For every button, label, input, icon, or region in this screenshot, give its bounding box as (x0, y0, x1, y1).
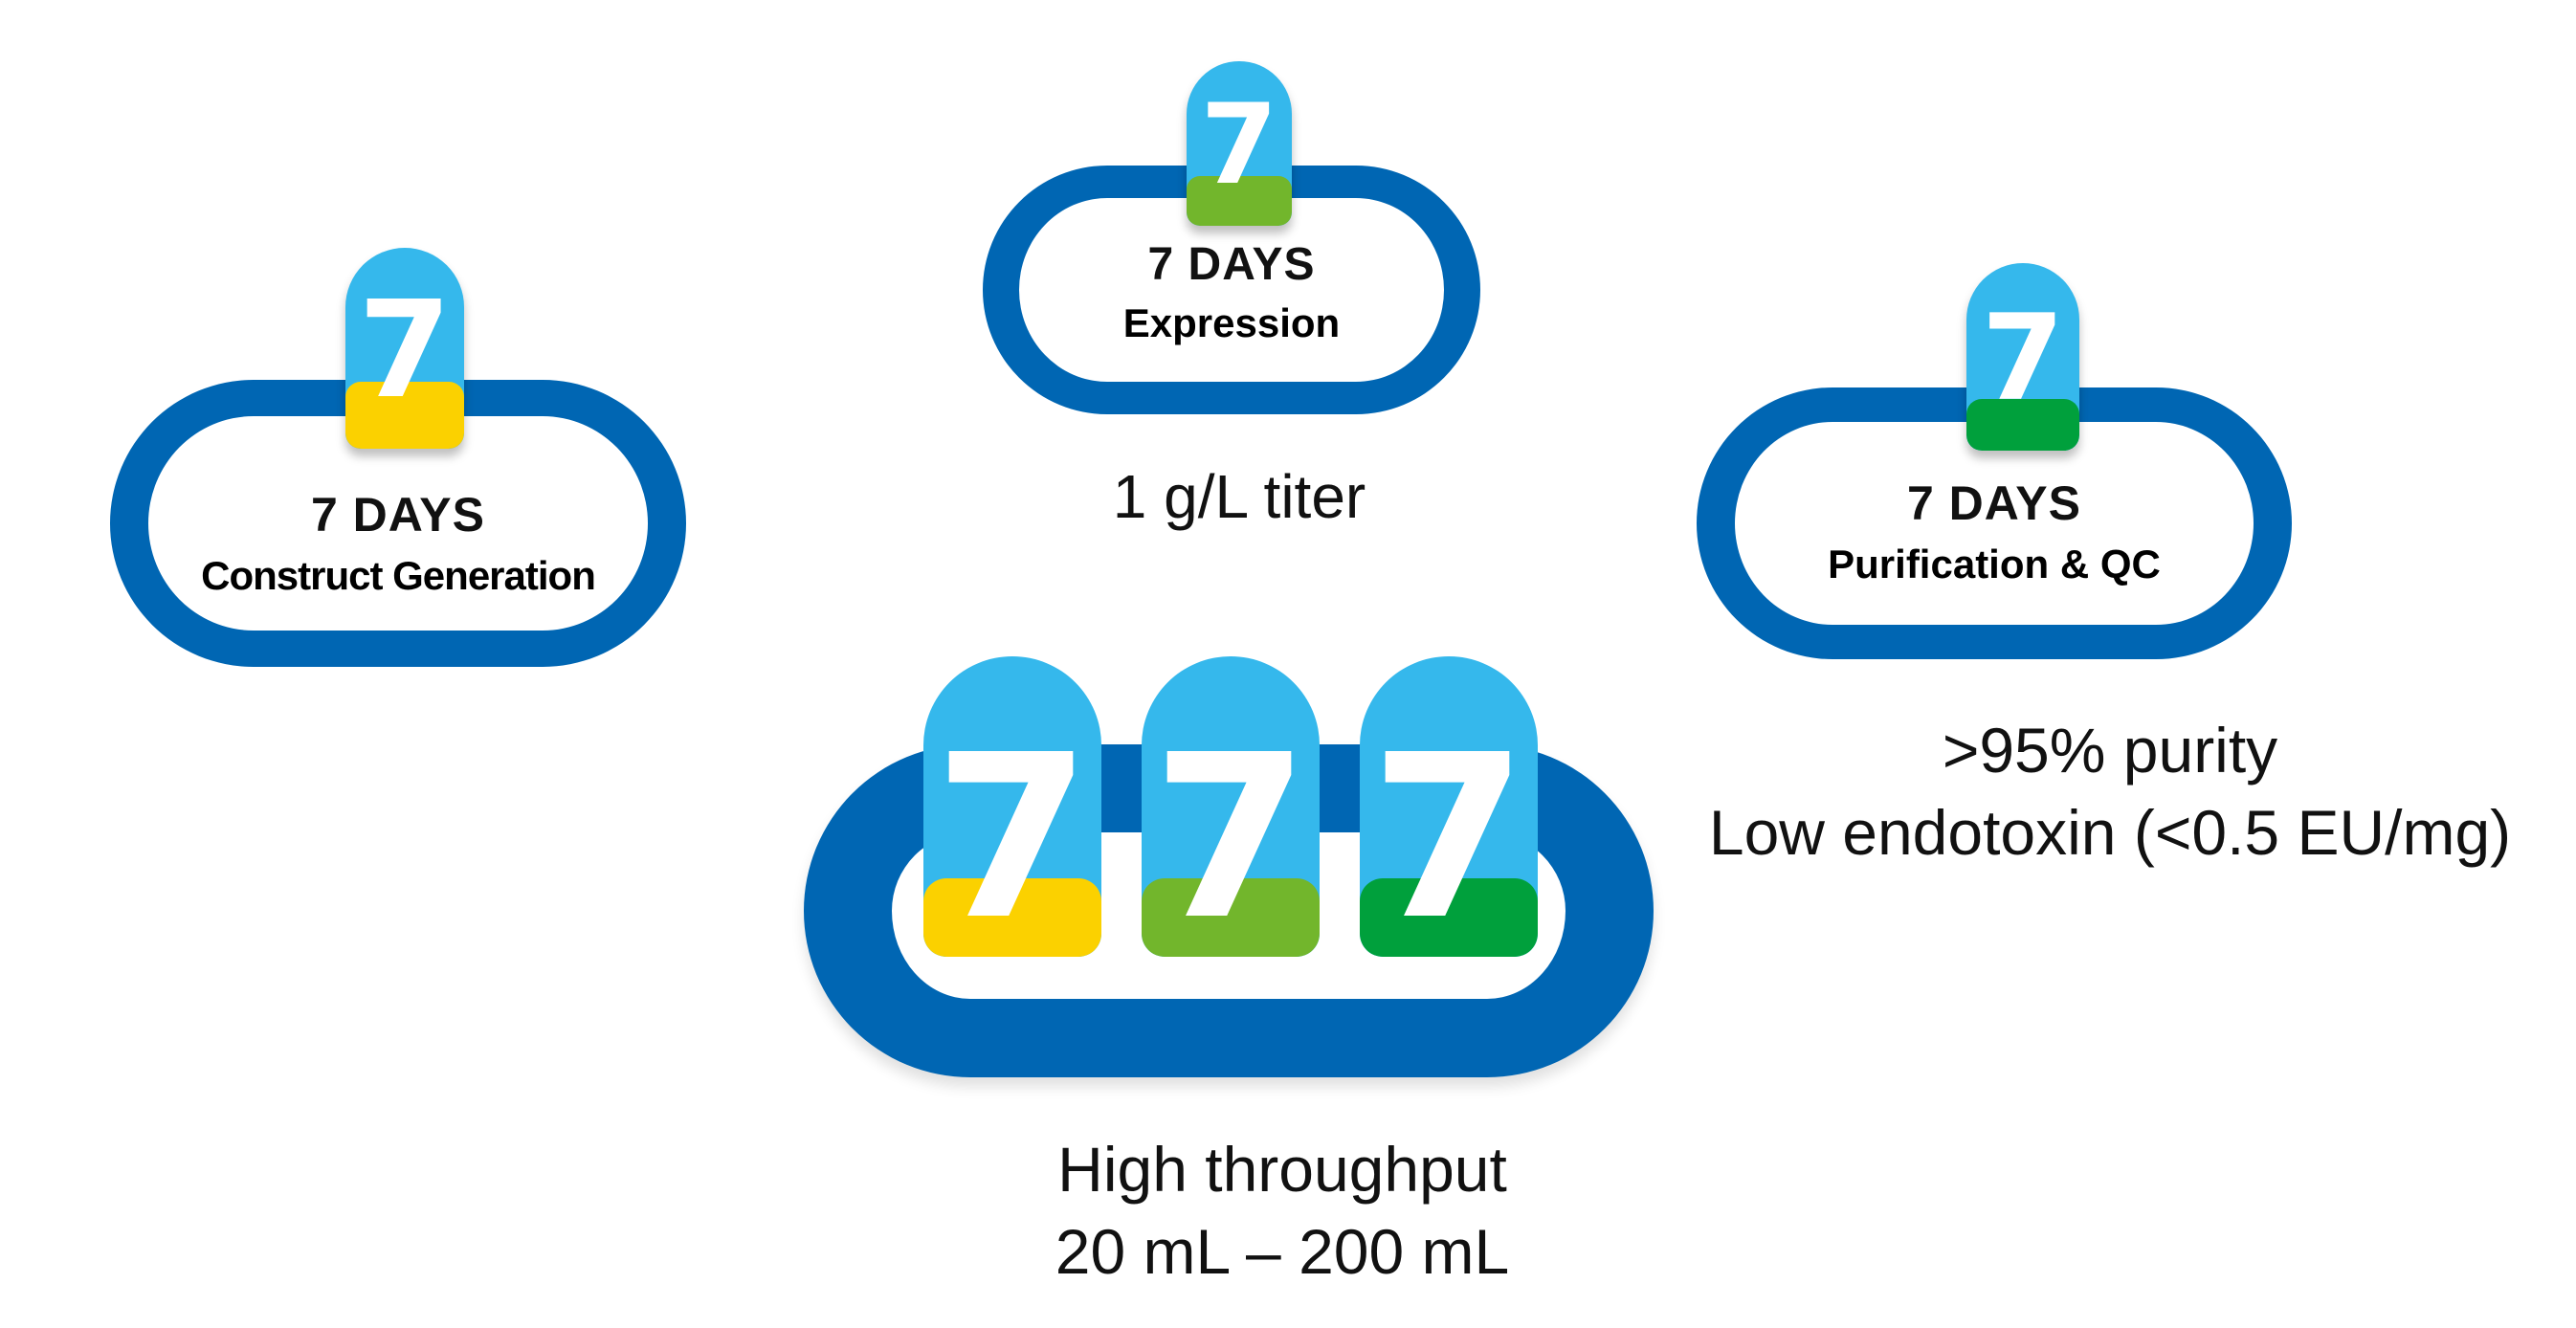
yellow-band (345, 382, 464, 449)
seven-day-badge-icon: 7 (923, 656, 1101, 957)
stage-days: 7 DAYS (1906, 476, 2082, 530)
purification-caption: >95% purity Low endotoxin (<0.5 EU/mg) (1675, 710, 2545, 874)
seven-day-badge-icon: 7 (1966, 263, 2079, 451)
purity-text: >95% purity (1942, 715, 2278, 786)
green-band (1360, 878, 1538, 957)
expression-caption: 1 g/L titer (1112, 462, 1366, 531)
seven-day-badge-icon: 7 (1142, 656, 1320, 957)
lime-band (1187, 176, 1292, 226)
green-band (1966, 399, 2079, 451)
stage-days: 7 DAYS (310, 488, 486, 542)
throughput-text: High throughput (1057, 1134, 1507, 1205)
endotoxin-text: Low endotoxin (<0.5 EU/mg) (1708, 796, 2512, 868)
throughput-caption: High throughput 20 mL – 200 mL (995, 1129, 1569, 1294)
yellow-band (923, 878, 1101, 957)
stage-days: 7 DAYS (1147, 239, 1316, 290)
seven-day-badge-icon: 7 (345, 248, 464, 449)
volume-range-text: 20 mL – 200 mL (1055, 1215, 1510, 1287)
stage-label: Purification & QC (1828, 542, 2161, 587)
stage-label: Expression (1122, 300, 1341, 345)
lime-band (1142, 878, 1320, 957)
stage-label: Construct Generation (201, 553, 596, 598)
seven-day-badge-icon: 7 (1187, 61, 1292, 226)
seven-day-badge-icon: 7 (1360, 656, 1538, 957)
